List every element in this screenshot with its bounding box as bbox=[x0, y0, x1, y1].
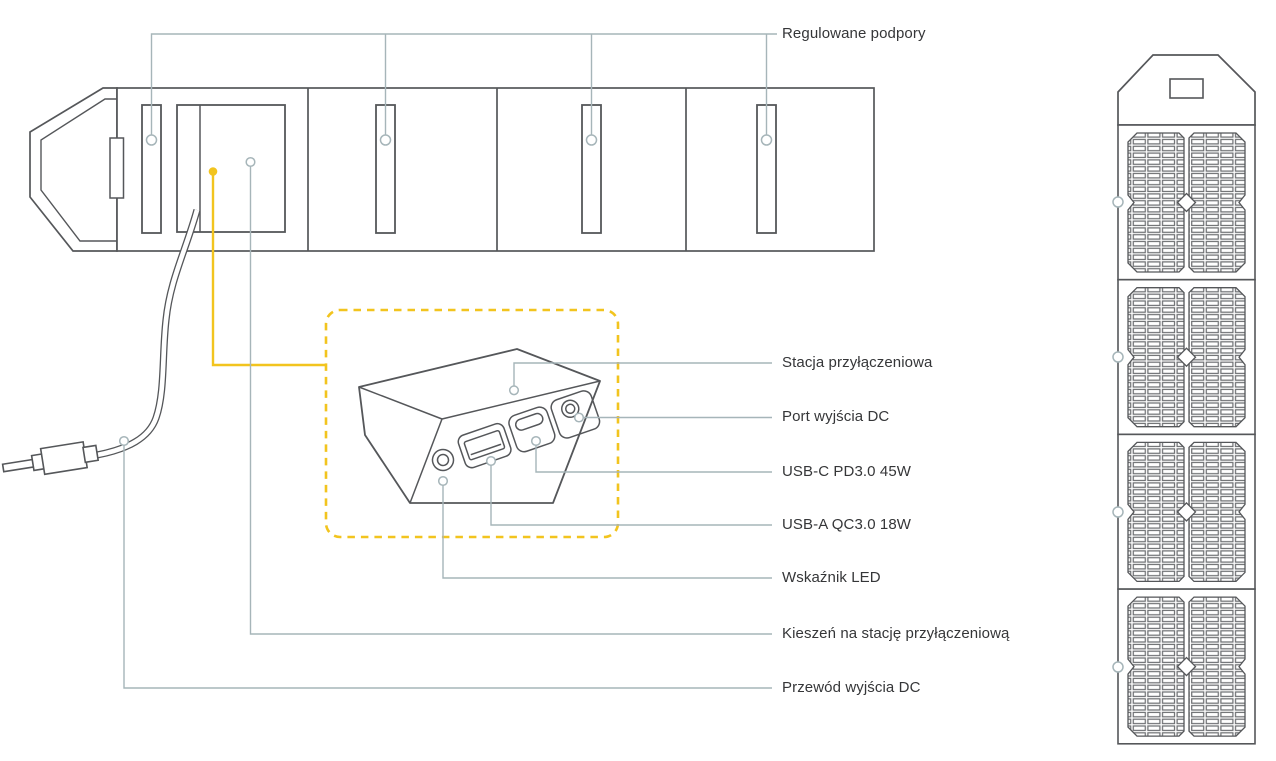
docking-station-drawing bbox=[358, 348, 601, 504]
dc-connector bbox=[1, 440, 100, 476]
led-indicator-drawing bbox=[431, 448, 455, 472]
anchor-station bbox=[508, 385, 520, 396]
anchor-dc-port bbox=[573, 412, 585, 423]
callout-lines bbox=[123, 33, 777, 689]
anchor-usb-a bbox=[485, 455, 497, 467]
label-station-pocket: Kieszeń na stację przyłączeniową bbox=[782, 625, 1010, 642]
label-docking-station: Stacja przyłączeniowa bbox=[782, 354, 933, 371]
unfolded-panel-back-view bbox=[29, 87, 875, 252]
usb-c-port-drawing bbox=[508, 406, 556, 453]
panel-side-flap bbox=[29, 87, 118, 252]
label-usb-a-port: USB-A QC3.0 18W bbox=[782, 516, 912, 533]
anchor-support-3 bbox=[585, 134, 598, 146]
label-led-indicator: Wskaźnik LED bbox=[782, 569, 881, 586]
callout-pocket bbox=[249, 166, 772, 635]
solar-cell-section-4 bbox=[1117, 588, 1256, 745]
solar-cell-section-1 bbox=[1117, 124, 1256, 281]
folded-panel-front-view bbox=[1112, 54, 1256, 745]
anchor-pocket bbox=[245, 156, 256, 168]
anchor-usb-c bbox=[530, 435, 542, 447]
solar-cell-section-3 bbox=[1117, 433, 1256, 590]
callout-cable bbox=[123, 445, 772, 689]
callout-led bbox=[442, 485, 772, 579]
anchor-support-4 bbox=[760, 134, 773, 146]
highlight-dashed-box bbox=[324, 308, 620, 539]
anchor-support-2 bbox=[379, 134, 392, 146]
carry-handle-slot bbox=[1169, 78, 1204, 99]
flap-handle bbox=[109, 137, 125, 199]
callout-anchors bbox=[118, 134, 773, 487]
callout-adjustable-supports bbox=[150, 33, 777, 135]
anchor-cable bbox=[118, 435, 130, 447]
callout-docking-station bbox=[513, 362, 772, 386]
panel-fold-lines bbox=[307, 88, 687, 251]
solar-cell-section-2 bbox=[1117, 278, 1256, 436]
anchor-led bbox=[437, 475, 449, 487]
label-dc-output-cable: Przewód wyjścia DC bbox=[782, 679, 921, 696]
label-adjustable-supports: Regulowane podpory bbox=[782, 25, 926, 42]
highlight-callout bbox=[208, 167, 620, 539]
callout-usb-c bbox=[535, 445, 772, 473]
highlight-dot bbox=[208, 167, 218, 176]
callout-usb-a bbox=[490, 465, 772, 526]
highlight-line bbox=[211, 175, 326, 367]
dc-cable bbox=[96, 209, 201, 459]
anchor-support-1 bbox=[145, 134, 158, 146]
edge-snap-buttons bbox=[1112, 196, 1124, 673]
label-dc-output-port: Port wyjścia DC bbox=[782, 408, 890, 425]
label-usb-c-port: USB-C PD3.0 45W bbox=[782, 463, 912, 480]
dc-port-drawing bbox=[550, 390, 601, 439]
